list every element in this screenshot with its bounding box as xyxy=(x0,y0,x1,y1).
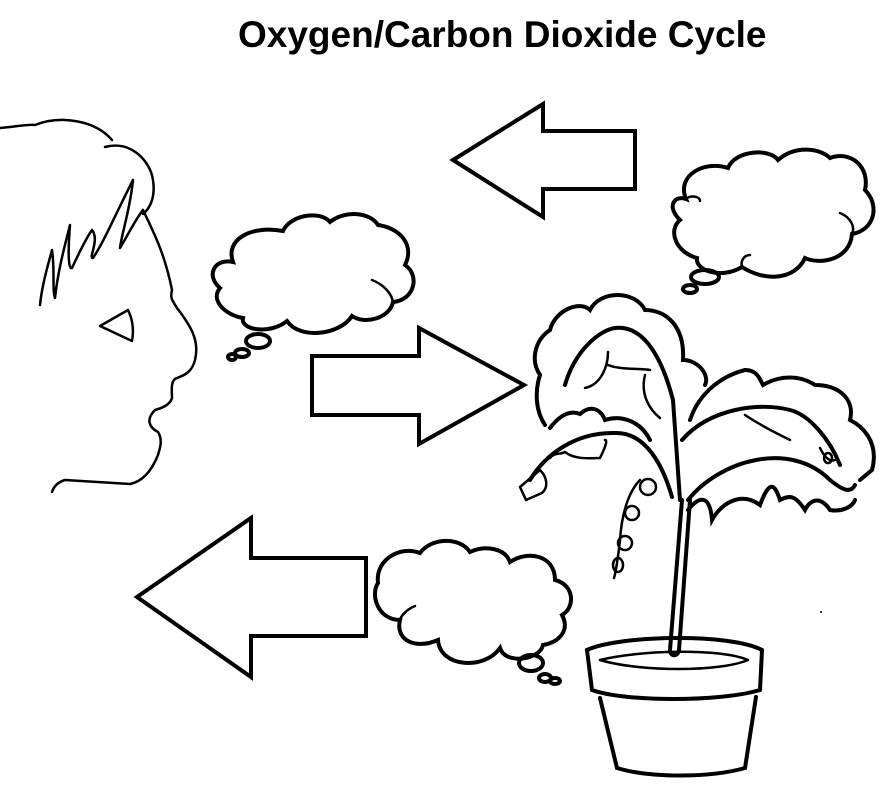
thought-bubble-bottom xyxy=(372,538,573,686)
arrow-bottom-left-icon xyxy=(133,514,368,681)
thought-bubble-middle-left xyxy=(210,212,416,362)
diagram-title: Oxygen/Carbon Dioxide Cycle xyxy=(238,14,767,55)
arrow-top-left-icon xyxy=(449,100,637,221)
person-head-icon xyxy=(0,118,198,494)
potted-plant-icon xyxy=(518,293,876,658)
thought-bubble-top-right xyxy=(670,147,876,295)
arrow-middle-right-icon xyxy=(310,324,529,448)
flower-pot-icon xyxy=(584,636,765,778)
stray-dot xyxy=(820,611,822,613)
